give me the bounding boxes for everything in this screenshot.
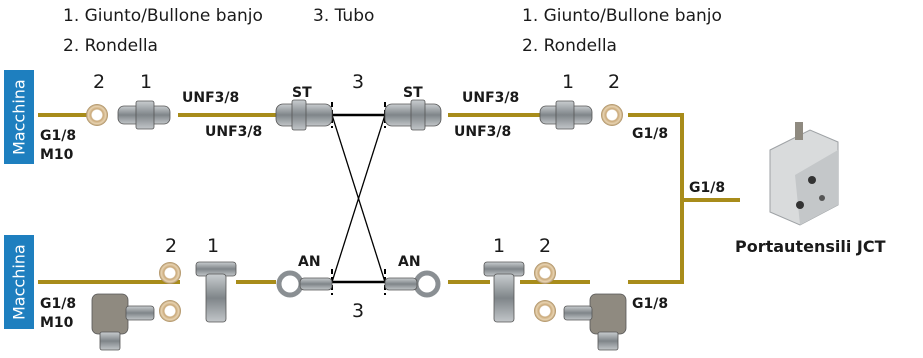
thread-label-g18: G1/8: [632, 296, 669, 312]
fitting-icon: [539, 100, 593, 130]
machine-label-top: Macchina: [4, 70, 34, 164]
elbow-fitting-icon: [91, 293, 155, 351]
tube-cross-b: [331, 114, 386, 283]
number-1: 1: [493, 235, 506, 257]
hose-end-label-st: ST: [403, 85, 423, 101]
st-hose-end-icon: [384, 99, 442, 131]
jct-tool-holder-image: [769, 122, 839, 226]
thread-label-g18: G1/8: [40, 296, 77, 312]
washer-icon: [534, 262, 556, 284]
thread-label-g18: G1/8: [689, 180, 726, 196]
number-2: 2: [93, 71, 106, 93]
banjo-bolt-icon: [195, 261, 237, 323]
washers: [86, 104, 623, 322]
thread-label-unf: UNF3/8: [462, 90, 520, 106]
legend-tube: 3. Tubo: [313, 6, 375, 26]
washer-icon: [534, 300, 556, 322]
number-1: 1: [140, 71, 153, 93]
elbow-fitting-icon: [563, 293, 627, 351]
thread-label-unf: UNF3/8: [205, 124, 263, 140]
legend-washer-right: 2. Rondella: [522, 36, 617, 56]
banjo-bolt-icon: [483, 261, 525, 323]
legend-fitting-right: 1. Giunto/Bullone banjo: [522, 6, 722, 26]
machine-label-bottom: Macchina: [4, 235, 34, 329]
thread-label-g18: G1/8: [632, 126, 669, 142]
hose-end-label-st: ST: [292, 85, 312, 101]
number-1: 1: [207, 235, 220, 257]
st-hose-end-icon: [275, 99, 333, 131]
hose-end-label-an: AN: [298, 254, 321, 270]
thread-label-unf: UNF3/8: [182, 90, 240, 106]
number-1: 1: [562, 71, 575, 93]
hose-end-label-an: AN: [398, 254, 421, 270]
number-2: 2: [539, 235, 552, 257]
fitting-icon: [117, 100, 171, 130]
an-banjo-eye-icon: [384, 270, 441, 298]
legend-fitting-left: 1. Giunto/Bullone banjo: [63, 6, 263, 26]
thread-label-unf: UNF3/8: [454, 124, 512, 140]
washer-icon: [601, 104, 623, 126]
number-2: 2: [608, 71, 621, 93]
washer-icon: [159, 300, 181, 322]
tool-holder-label: Portautensili JCT: [735, 237, 886, 256]
washer-icon: [159, 262, 181, 284]
washer-icon: [86, 104, 108, 126]
number-2: 2: [165, 235, 178, 257]
number-3: 3: [352, 300, 365, 322]
legend-washer-left: 2. Rondella: [63, 36, 158, 56]
number-3: 3: [352, 71, 365, 93]
thread-label-m10: M10: [40, 315, 74, 331]
thread-label-m10: M10: [40, 147, 74, 163]
thread-label-g18: G1/8: [40, 128, 77, 144]
an-banjo-eye-icon: [276, 270, 333, 298]
